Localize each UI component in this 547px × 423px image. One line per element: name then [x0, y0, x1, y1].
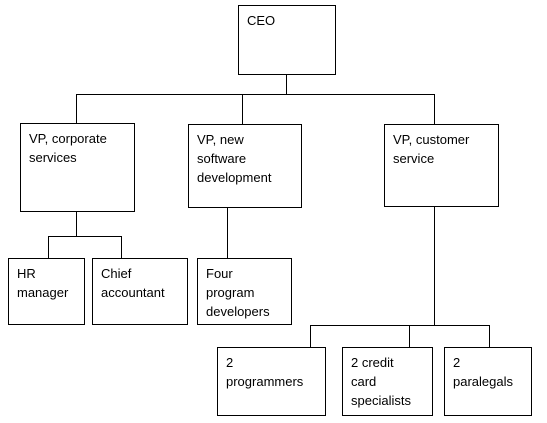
- box-vp-customer-service: VP, customer service: [384, 124, 499, 207]
- box-paralegals: 2 paralegals: [444, 347, 532, 416]
- box-program-developers: Four program developers: [197, 258, 292, 325]
- box-vp-corporate-services: VP, corporate services: [20, 123, 135, 212]
- box-ceo: CEO: [238, 5, 336, 75]
- box-hr-manager: HR manager: [8, 258, 85, 325]
- box-vp-new-software-development: VP, new software development: [188, 124, 302, 208]
- box-chief-accountant: Chief accountant: [92, 258, 188, 325]
- box-credit-card-specialists: 2 credit card specialists: [342, 347, 433, 416]
- box-programmers: 2 programmers: [217, 347, 326, 416]
